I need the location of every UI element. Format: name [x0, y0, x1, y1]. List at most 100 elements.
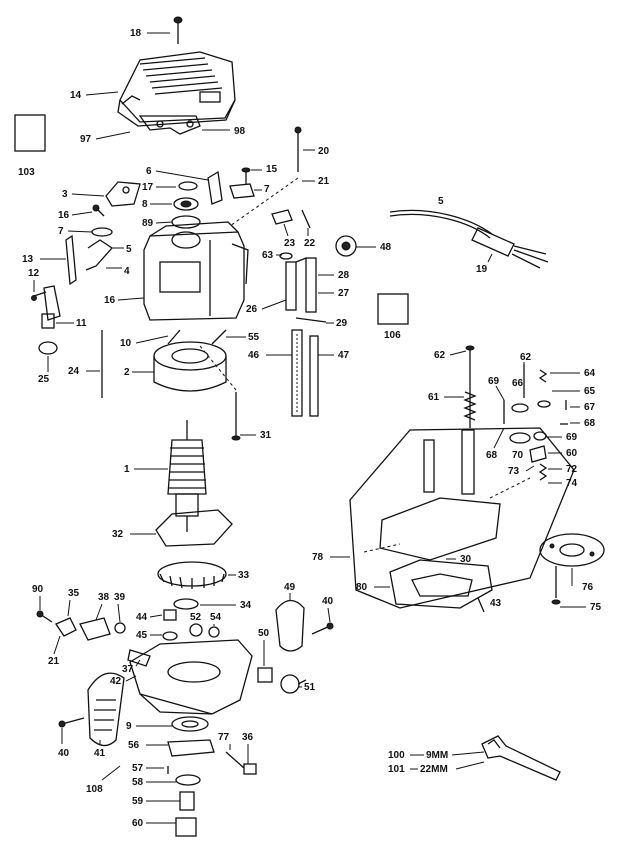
callout-64: 64: [584, 368, 596, 379]
brush-63: [279, 252, 293, 260]
screw-18: [173, 16, 183, 44]
wrench-100-number: 100: [388, 750, 405, 761]
screw-31: [231, 392, 241, 441]
leader-line-44: [149, 614, 163, 618]
screw-40-right: [311, 622, 334, 635]
nut-8: [173, 197, 199, 211]
callout-18: 18: [130, 28, 142, 39]
leader-line-39: [117, 603, 121, 623]
callout-17: 17: [142, 182, 154, 193]
knob-51: [280, 674, 307, 694]
field-coil-2: [153, 329, 237, 392]
callout-74: 74: [566, 478, 578, 489]
leader-line-89: [155, 221, 173, 224]
leader-line-21: [53, 635, 61, 655]
leader-line-38: [95, 603, 103, 621]
callout-40: 40: [322, 596, 334, 607]
callout-61: 61: [428, 392, 440, 403]
callout-11: 11: [76, 318, 87, 329]
leader-line-23: [283, 223, 289, 237]
callout-29: 29: [336, 318, 348, 329]
callout-2: 2: [124, 367, 130, 378]
leader-line-69: [495, 385, 505, 401]
depth-stop-62-66: [509, 364, 531, 444]
screw-75: [551, 566, 561, 605]
leader-line-62: [449, 350, 467, 356]
callout-97: 97: [80, 134, 92, 145]
callout-67: 67: [584, 402, 596, 413]
callout-62: 62: [434, 350, 446, 361]
wrench-101-lead-2: [455, 761, 485, 770]
callout-47: 47: [338, 350, 350, 361]
motor-cap: [117, 51, 236, 127]
base-housing: [129, 639, 253, 715]
leader-line-97: [95, 131, 131, 140]
wrenches-100-101: [481, 735, 561, 781]
callout-75: 75: [590, 602, 602, 613]
callout-73: 73: [508, 466, 520, 477]
leader-line-16: [71, 211, 93, 216]
power-cord-5-19: [389, 209, 549, 269]
callout-16: 16: [104, 295, 116, 306]
callout-66: 66: [512, 378, 524, 389]
plunge-rod-62-61: [463, 345, 477, 428]
leader-line-14: [85, 91, 119, 96]
bearing-89: [171, 215, 201, 229]
clip-25: [38, 341, 58, 355]
wrench-100-size: 9MM: [426, 750, 448, 761]
wrench-101-number: 101: [388, 764, 405, 775]
part-37: [127, 649, 151, 667]
callout-16: 16: [58, 210, 70, 221]
screw-77-nut-36: [225, 751, 257, 775]
callout-55: 55: [248, 332, 260, 343]
callout-65: 65: [584, 386, 596, 397]
leader-line-19: [487, 253, 493, 263]
callout-46: 46: [248, 350, 260, 361]
sub-base-80: [389, 559, 493, 609]
callout-69: 69: [566, 432, 578, 443]
callout-70: 70: [512, 450, 524, 461]
dashed-axis-21: [229, 177, 299, 227]
callout-48: 48: [380, 242, 392, 253]
handle-41: [87, 672, 125, 747]
callout-45: 45: [136, 630, 148, 641]
callout-52: 52: [190, 612, 202, 623]
leader-line-10: [135, 335, 169, 344]
callout-7: 7: [264, 184, 270, 195]
leader-line-40: [327, 607, 331, 623]
callout-34: 34: [240, 600, 252, 611]
callout-10: 10: [120, 338, 132, 349]
callout-26: 26: [246, 304, 258, 315]
leader-line-16: [117, 297, 145, 301]
callout-32: 32: [112, 529, 124, 540]
cord-protector-11: [41, 285, 61, 329]
callout-5: 5: [126, 244, 132, 255]
pin-29: [295, 317, 327, 323]
callout-69: 69: [488, 376, 500, 387]
callout-76: 76: [582, 582, 594, 593]
callout-40: 40: [58, 748, 70, 759]
callout-60: 60: [132, 818, 144, 829]
leader-lines: [33, 32, 586, 824]
cord-clamp-13: [65, 234, 77, 286]
leader-line-108: [101, 765, 121, 781]
callout-1: 1: [124, 464, 130, 475]
callout-89: 89: [142, 218, 154, 229]
callout-33: 33: [238, 570, 250, 581]
screw-22: [301, 209, 311, 229]
callout-68: 68: [486, 450, 498, 461]
callout-31: 31: [260, 430, 272, 441]
callout-6: 6: [146, 166, 152, 177]
callout-22: 22: [304, 238, 316, 249]
screw-12: [31, 291, 47, 301]
callout-21: 21: [48, 656, 60, 667]
brush-cover-97-98: [138, 115, 201, 135]
callout-44: 44: [136, 612, 148, 623]
callout-37: 37: [122, 664, 134, 675]
knob-48: [335, 235, 357, 257]
leader-line-3: [71, 193, 105, 197]
label-plate-103: [14, 114, 46, 152]
callout-23: 23: [284, 238, 296, 249]
